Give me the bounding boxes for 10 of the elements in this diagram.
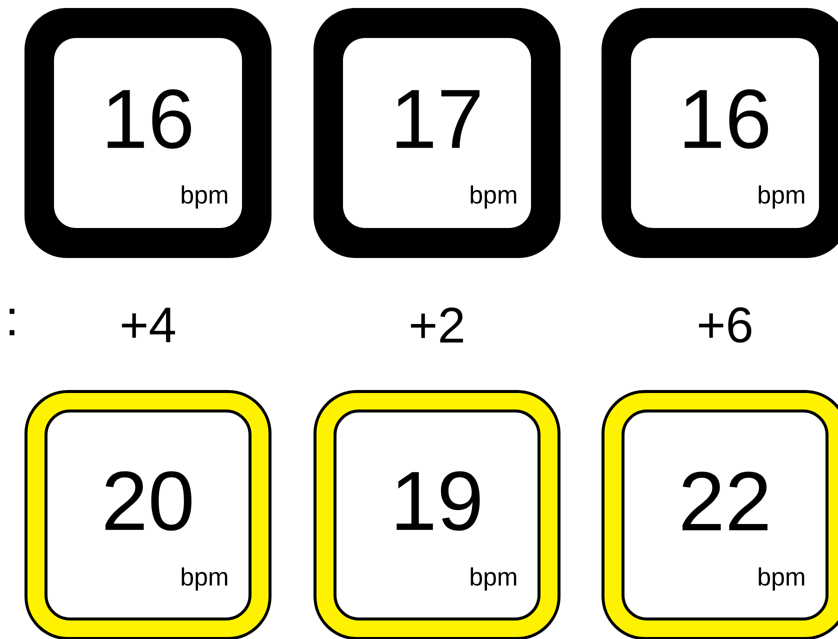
heart-rate-tile: 16 bpm — [602, 8, 838, 258]
heart-rate-tile: 19 bpm — [314, 390, 560, 639]
heart-rate-tile: 17 bpm — [314, 8, 560, 258]
change-label: +6 — [698, 307, 752, 343]
change-label: : — [10, 308, 14, 336]
heart-rate-tile: 22 bpm — [602, 390, 838, 639]
change-label: +2 — [410, 308, 463, 342]
heart-rate-tile: 16 bpm — [24, 8, 272, 258]
heart-rate-tile: 20 bpm — [24, 390, 272, 639]
change-label: +4 — [122, 308, 176, 342]
